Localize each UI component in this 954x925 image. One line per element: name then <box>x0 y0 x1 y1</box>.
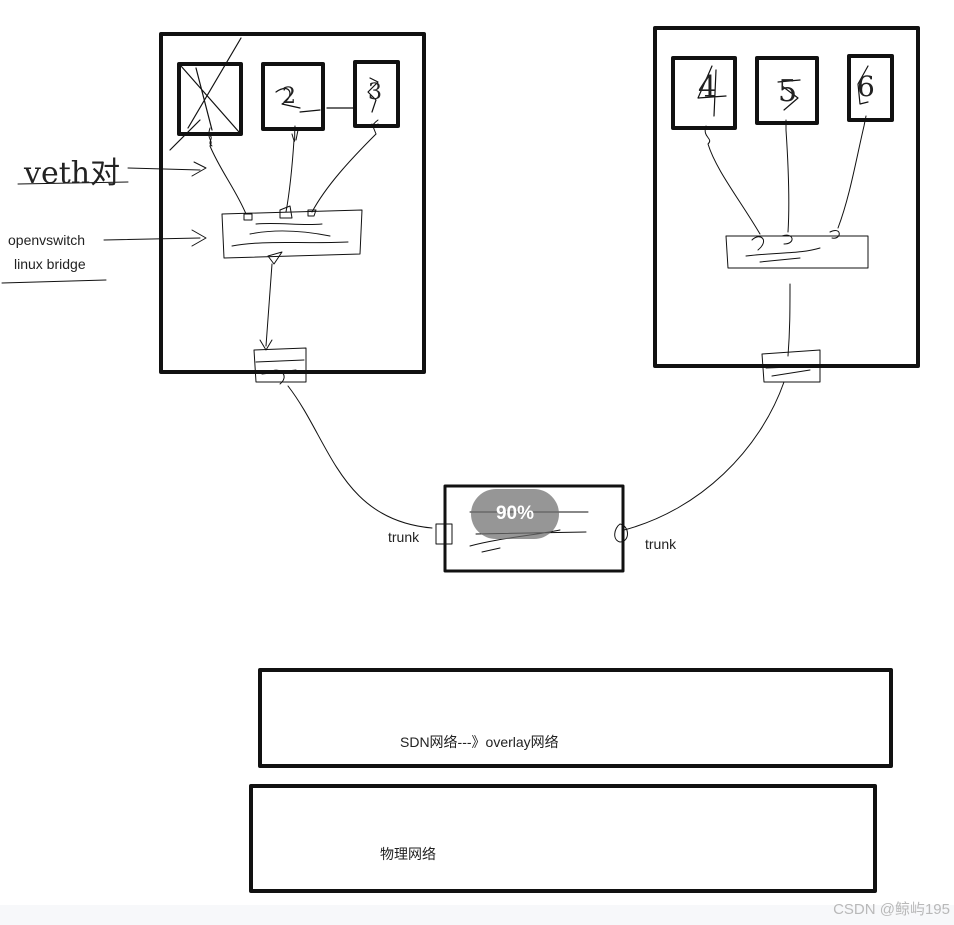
overlay-layer-box <box>258 668 893 768</box>
vm-box-2 <box>261 62 325 131</box>
veth-lines-left <box>207 119 379 215</box>
vm-label-1: 1 <box>203 86 215 112</box>
trunk-label-right: trunk <box>645 536 677 552</box>
switch-right <box>725 230 869 269</box>
vm-box-4 <box>671 56 737 130</box>
switch-arrow <box>1 229 207 284</box>
vm-label-3: 3 <box>368 80 382 105</box>
veth-arrow <box>127 161 207 177</box>
vm-label-4: 4 <box>698 70 718 105</box>
veth-lines-right <box>704 115 867 235</box>
vm-box-5 <box>755 56 819 125</box>
veth-underline <box>17 181 129 185</box>
veth-label: veth对 <box>24 156 121 191</box>
right-server-box <box>653 26 920 368</box>
physical-network-label: 物理网络 <box>380 846 436 862</box>
vm-scribbles-right <box>697 65 869 117</box>
vm-box-1 <box>177 62 243 136</box>
uplink-right <box>761 283 821 383</box>
trunk-label-left: trunk <box>388 529 420 545</box>
vm-label-5: 5 <box>778 74 798 109</box>
vm-box-6 <box>847 54 894 122</box>
core-switch <box>443 484 625 573</box>
uplink-left <box>253 263 307 385</box>
switch-label-line2: linux bridge <box>14 256 86 272</box>
left-server-box <box>159 32 426 374</box>
switch-left <box>221 205 363 265</box>
zoom-indicator: 90% <box>471 489 559 539</box>
switch-label-line1: openvswitch <box>8 232 86 248</box>
vm-label-2: 2 <box>282 84 296 109</box>
csdn-watermark: CSDN @鲸屿195 <box>833 901 950 918</box>
vm-label-6: 6 <box>857 70 875 103</box>
trunk-links <box>287 381 785 531</box>
physical-layer-box <box>249 784 877 893</box>
overlay-network-label: SDN网络---》overlay网络 <box>400 734 559 750</box>
vm-scribbles-left <box>169 37 379 151</box>
footer-bar <box>0 905 954 925</box>
